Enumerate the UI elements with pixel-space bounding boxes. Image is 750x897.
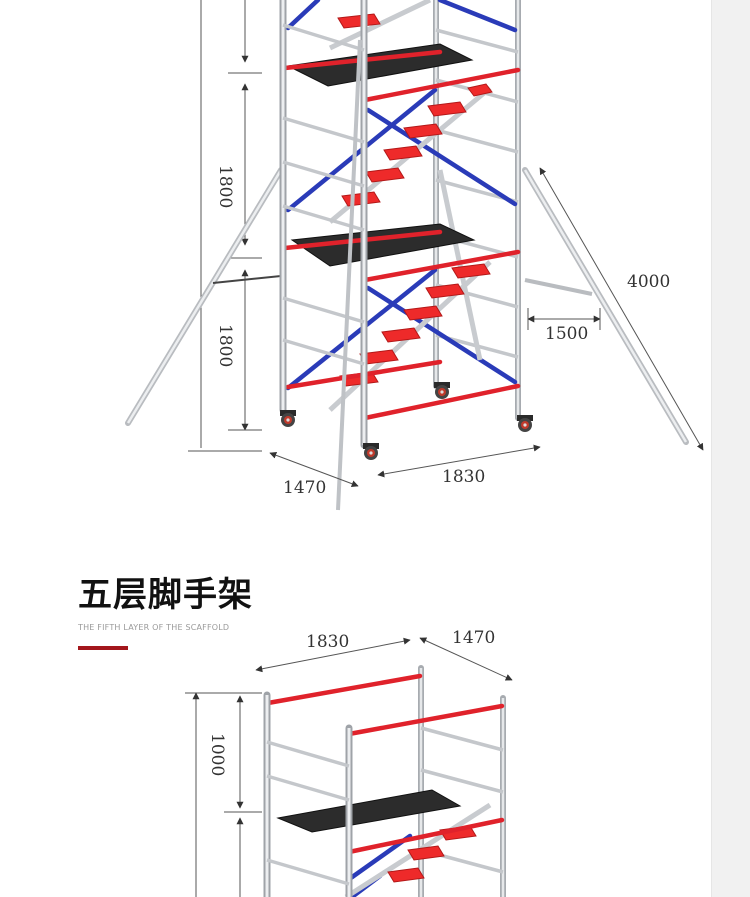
page-side-strip — [711, 0, 750, 897]
bottom-depth-label: 1470 — [452, 628, 495, 648]
guard-rails — [282, 49, 521, 421]
bottom-dimension-lines — [185, 637, 513, 897]
caster-wheels — [280, 382, 533, 460]
bottom-width-label: 1830 — [306, 632, 349, 652]
title-accent-bar — [78, 646, 128, 650]
work-platforms — [286, 43, 476, 267]
bottom-platform — [276, 789, 462, 833]
section-title: 五层脚手架 — [78, 575, 253, 615]
base-dimension-lines — [269, 308, 601, 488]
width-label: 1830 — [442, 467, 485, 487]
right-outrigger — [522, 167, 704, 451]
outrigger-spread-label: 1500 — [545, 324, 588, 344]
scaffold-diagram-bottom: 1830 1470 1000 — [185, 628, 513, 897]
front-pole — [336, 39, 362, 511]
outrigger-length-label: 4000 — [627, 272, 670, 292]
height-label-1: 1800 — [215, 165, 235, 208]
section-subtitle: THE FIFTH LAYER OF THE SCAFFOLD — [78, 623, 230, 632]
bottom-height-label: 1000 — [207, 733, 227, 776]
height-label-2: 1800 — [215, 324, 235, 367]
left-outrigger — [125, 167, 284, 426]
depth-label: 1470 — [283, 478, 326, 498]
height-dimension-lines — [188, 0, 262, 452]
scaffold-diagram-top: 1800 1800 1470 1830 1500 4000 — [125, 0, 704, 511]
